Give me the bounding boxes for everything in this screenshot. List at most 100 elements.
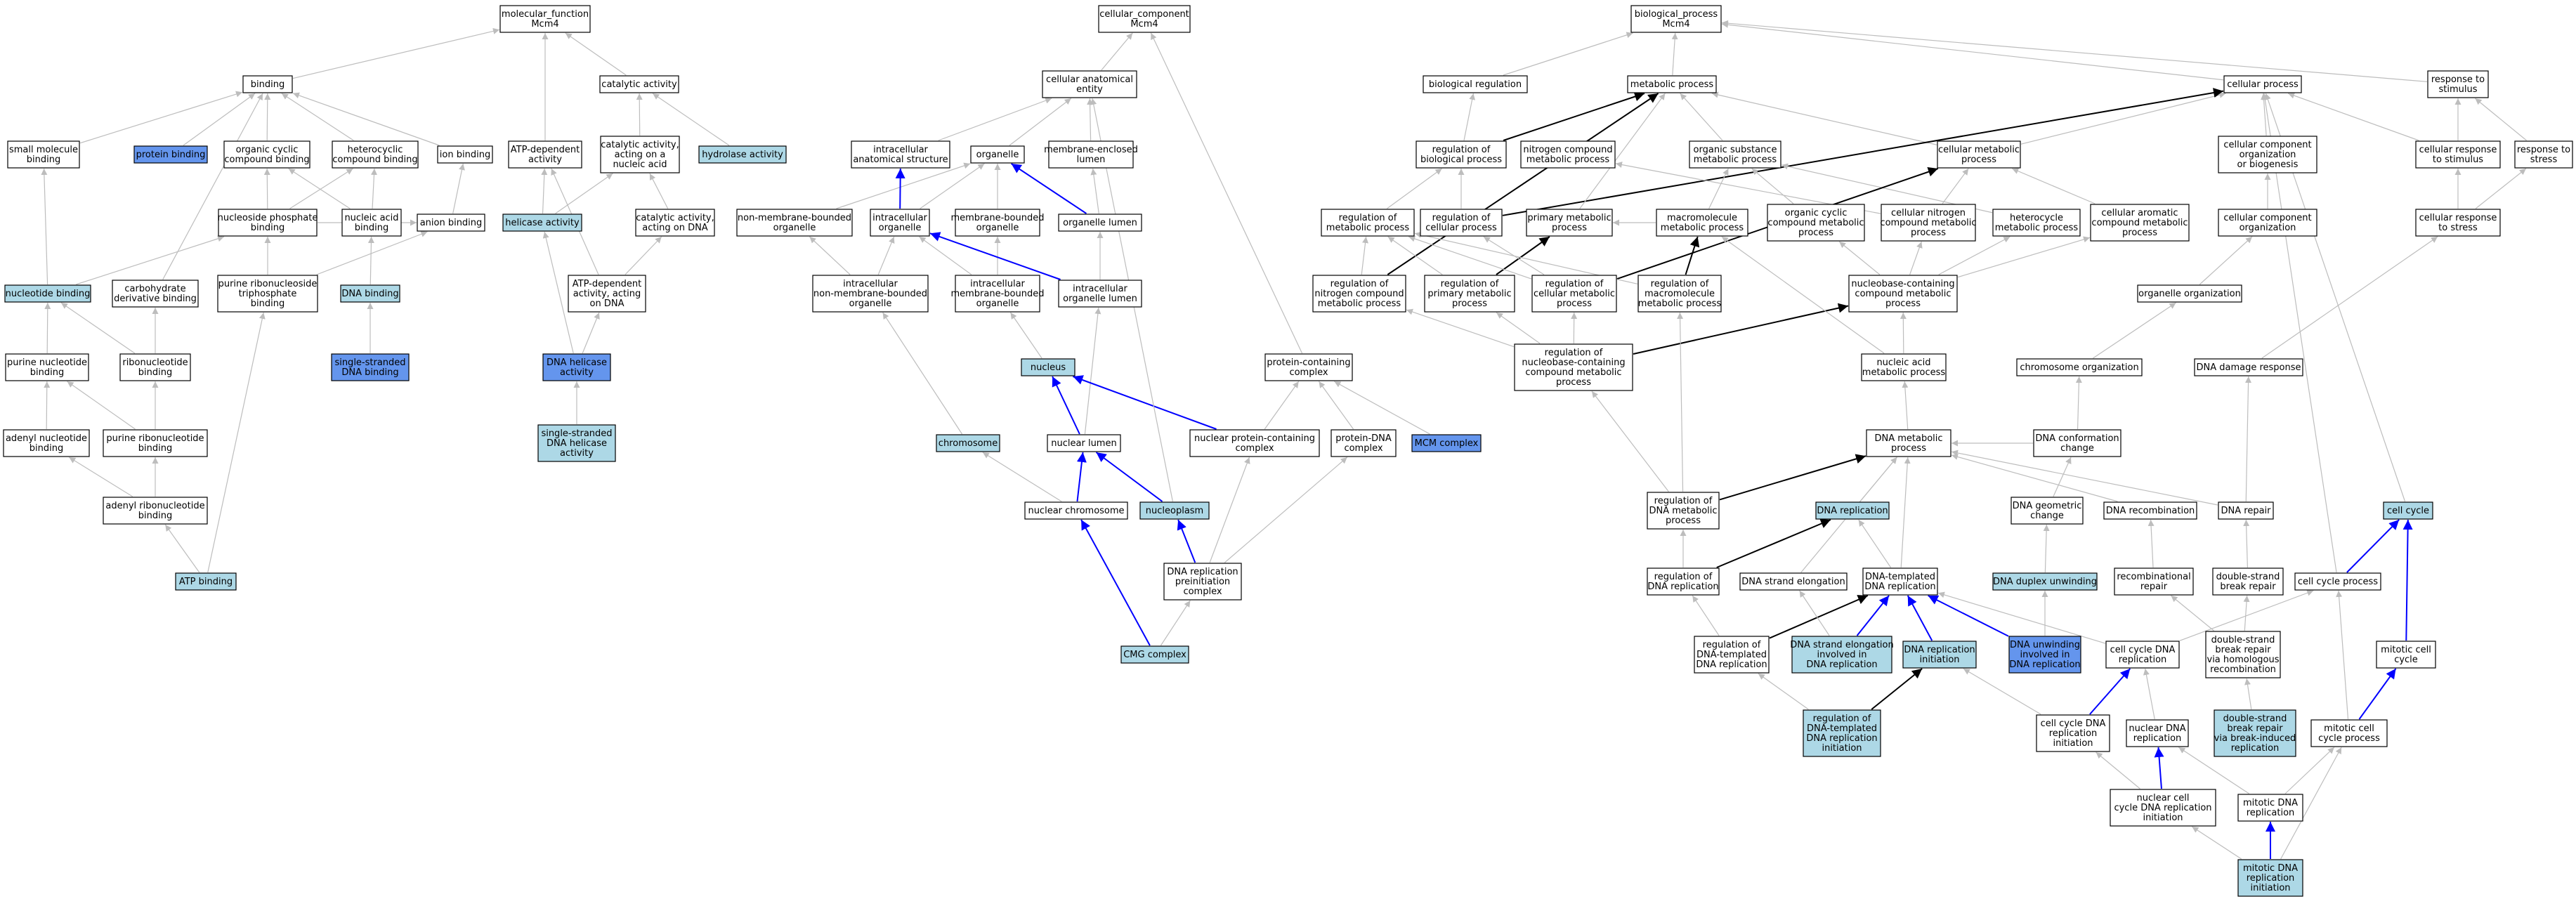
- go-term-node-mcm-complex[interactable]: MCM complex: [1411, 434, 1482, 452]
- go-term-node-intra-non-mem[interactable]: intracellularnon-membrane-boundedorganel…: [812, 275, 929, 313]
- go-term-node-hydrolase[interactable]: hydrolase activity: [698, 145, 787, 164]
- go-term-node-bio-reg[interactable]: biological regulation: [1423, 75, 1528, 93]
- go-term-node-dna-recomb[interactable]: DNA recombination: [2103, 501, 2197, 520]
- go-term-node-cmg[interactable]: CMG complex: [1120, 645, 1189, 664]
- go-term-node-catalytic[interactable]: catalytic activity: [599, 75, 679, 93]
- go-term-node-dna-strand-elong[interactable]: DNA strand elongation: [1739, 572, 1848, 591]
- go-term-node-dna-repair[interactable]: DNA repair: [2218, 501, 2274, 520]
- go-term-node-dna-replication[interactable]: DNA replication: [1815, 501, 1890, 520]
- go-term-node-org-lumen[interactable]: organelle lumen: [1058, 214, 1142, 232]
- go-term-node-organelle-org[interactable]: organelle organization: [2137, 284, 2242, 303]
- go-term-node-protein-binding[interactable]: protein binding: [133, 145, 208, 164]
- go-term-node-dna-damage[interactable]: DNA damage response: [2194, 358, 2303, 376]
- go-term-node-cat-dna[interactable]: catalytic activity,acting on DNA: [635, 209, 715, 237]
- go-term-node-organelle[interactable]: organelle: [970, 145, 1025, 164]
- go-term-node-cellular-proc[interactable]: cellular process: [2223, 75, 2302, 93]
- go-term-node-ion-binding[interactable]: ion binding: [437, 145, 493, 164]
- go-term-node-nucleus[interactable]: nucleus: [1021, 358, 1075, 376]
- go-term-node-nucleoplasm[interactable]: nucleoplasm: [1139, 501, 1210, 520]
- go-term-node-chromosome[interactable]: chromosome: [936, 434, 1000, 452]
- go-term-node-binding[interactable]: binding: [242, 75, 293, 93]
- go-term-node-atp-binding[interactable]: ATP binding: [175, 572, 237, 591]
- go-term-node-dna-binding[interactable]: DNA binding: [340, 284, 400, 303]
- go-term-node-metabolic[interactable]: metabolic process: [1627, 75, 1717, 93]
- go-term-node-cell-cycle-proc[interactable]: cell cycle process: [2294, 572, 2381, 591]
- go-term-node-anion[interactable]: anion binding: [417, 214, 485, 232]
- go-term-node-nuclear-lumen[interactable]: nuclear lumen: [1047, 434, 1121, 452]
- go-term-node-chrom-org[interactable]: chromosome organization: [2016, 358, 2143, 376]
